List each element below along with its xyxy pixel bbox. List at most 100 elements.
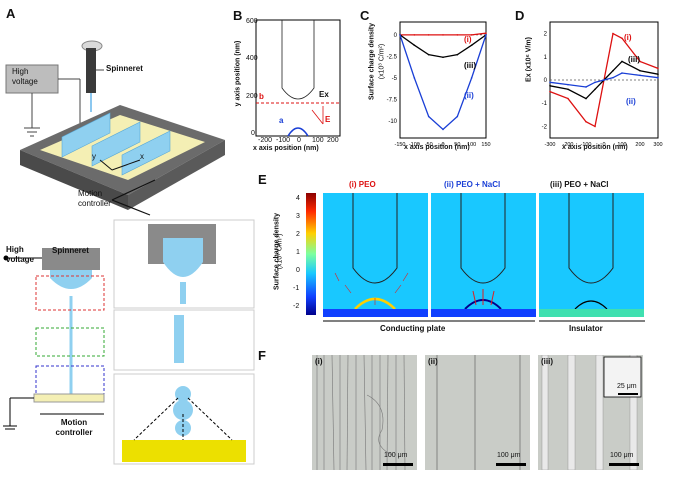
apparatus-illustration: [5, 40, 225, 216]
d-point: [657, 73, 659, 75]
d-point: [603, 79, 605, 81]
b-ylabel: y axis position (nm): [234, 40, 242, 107]
c-point: [485, 34, 487, 36]
b-xtick-100: 100: [312, 137, 324, 144]
inset-scalebar: [618, 393, 638, 395]
zoom-callouts: [113, 219, 255, 465]
jet-schematic: [3, 248, 105, 430]
d-series-label: (ii): [626, 97, 636, 106]
micrograph-2: [425, 355, 530, 470]
c-point: [470, 34, 473, 36]
c-ytick: -5: [392, 76, 398, 82]
c-point: [427, 115, 430, 118]
c-point: [470, 44, 473, 46]
lower-spinneret-label: Spinneret: [52, 246, 89, 255]
b-xtick-0: 0: [297, 137, 301, 144]
e-title-2: (ii) PEO + NaCl: [444, 180, 501, 189]
c-series-ii: [399, 34, 487, 131]
ex-label: Ex: [319, 90, 329, 99]
d-point: [657, 67, 659, 70]
cb-tick-3: 3: [296, 213, 300, 220]
cb-tick-m1: -1: [293, 285, 300, 292]
d-point: [585, 120, 587, 123]
c-point: [427, 34, 430, 36]
c-xtick: 150: [481, 142, 490, 148]
cb-tick-0: 0: [296, 267, 300, 274]
d-point: [612, 32, 614, 35]
c-point: [485, 32, 487, 34]
d-xtick: -200: [562, 142, 573, 148]
b-ytick-400: 400: [246, 55, 258, 62]
f-tag-2: (ii): [428, 357, 438, 366]
d-point: [594, 125, 596, 128]
d-point: [639, 69, 641, 72]
d-point: [594, 88, 596, 91]
d-xtick: 0: [602, 142, 605, 148]
c-xtick: 0: [441, 142, 444, 148]
b-ytick-600: 600: [246, 18, 258, 25]
panel-label-f: F: [258, 348, 266, 363]
panel-label-e: E: [258, 172, 267, 187]
d-point: [585, 97, 587, 100]
d-point: [612, 69, 614, 72]
d-ytick: 0: [544, 78, 548, 84]
c-ytick: 0: [394, 33, 398, 39]
b-line-label: b: [259, 92, 264, 101]
c-point: [399, 34, 401, 36]
axis-y-label: y: [92, 152, 96, 161]
d-point: [621, 37, 623, 40]
d-xtick: -100: [580, 142, 591, 148]
a-line-label: a: [279, 116, 284, 125]
d-point: [657, 76, 659, 79]
cb-tick-m2: -2: [293, 303, 300, 310]
sim-panel-2: [431, 193, 536, 317]
c-point: [456, 115, 459, 118]
motion-controller-label: Motion controller: [78, 189, 111, 208]
micrograph-3: [538, 355, 643, 470]
d-point: [621, 72, 623, 74]
c-series-iii: [399, 34, 487, 58]
c-ytick: -7.5: [387, 97, 398, 103]
c-xtick: -150: [394, 142, 405, 148]
d-point: [639, 74, 641, 77]
spinneret-label: Spinneret: [106, 64, 143, 73]
d-point: [612, 76, 614, 79]
scalebar-label-3: 100 μm: [610, 452, 634, 459]
d-ytick: 2: [544, 32, 548, 38]
panel-label-a: A: [6, 6, 16, 21]
d-point: [585, 86, 587, 88]
b-xtick-m100: -100: [276, 137, 291, 144]
c-xtick: 50: [454, 142, 460, 148]
fiber-lines-2: [436, 355, 521, 470]
c-frame: [399, 21, 487, 139]
panel-label-d: D: [515, 8, 525, 23]
e-title-3: (iii) PEO + NaCl: [550, 180, 609, 189]
c-point: [470, 77, 473, 79]
b-xtick-m200: -200: [258, 137, 273, 144]
scalebar-label-1: 100 μm: [384, 452, 408, 459]
cb-tick-1: 1: [296, 249, 300, 256]
group-insulator-label: Insulator: [569, 324, 603, 333]
scalebar-1: [383, 463, 413, 466]
c-xlabel: x axis position (nm): [404, 144, 470, 151]
b-xtick-200: 200: [327, 137, 339, 144]
d-ytick: -1: [542, 101, 548, 107]
d-point: [594, 81, 596, 84]
cb-tick-4: 4: [296, 195, 300, 202]
panel-label-c: C: [360, 8, 370, 23]
c-xtick: -50: [425, 142, 433, 148]
panel-label-b: B: [233, 8, 243, 23]
f-tag-1: (i): [315, 357, 323, 366]
c-point: [442, 56, 444, 59]
e-group-brackets: [323, 320, 645, 322]
c-xtick: -100: [409, 142, 420, 148]
c-yunit: (x10³ C/m²): [378, 43, 386, 80]
d-ytick: 1: [544, 55, 548, 61]
c-ylabel: Surface charge density: [368, 22, 376, 101]
d-point: [621, 60, 623, 63]
c-point: [456, 34, 459, 36]
f-tag-3: (iii): [541, 357, 553, 366]
fiber-lines-3: [541, 355, 642, 470]
scalebar-3: [609, 463, 639, 466]
